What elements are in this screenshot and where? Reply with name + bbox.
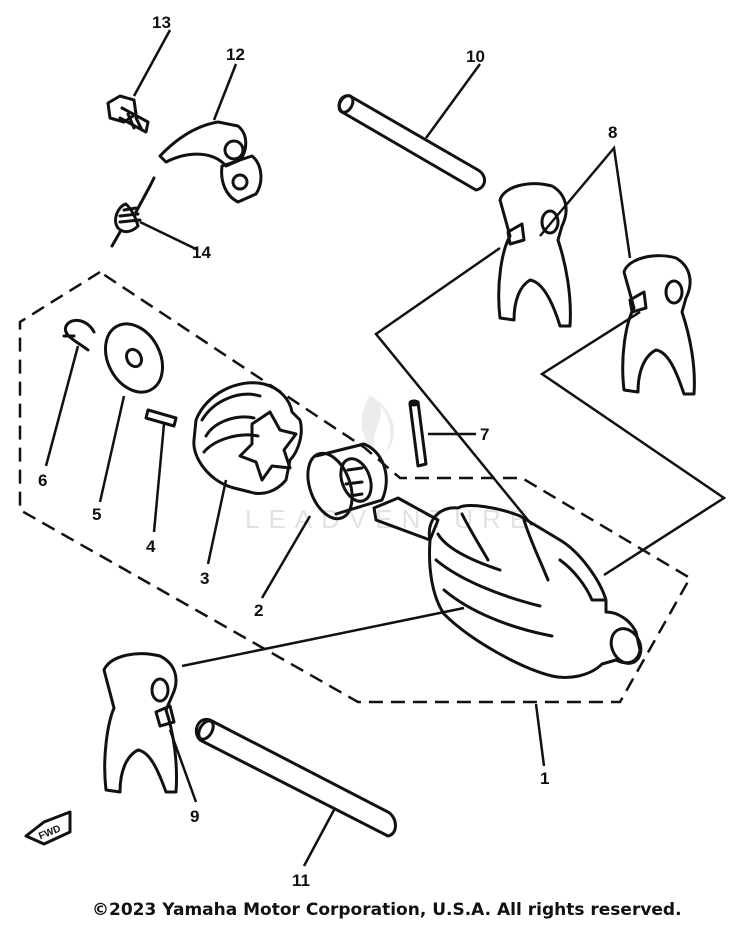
front-direction-marker: FWD bbox=[24, 810, 72, 846]
front-marker-label: FWD bbox=[37, 824, 62, 843]
callout-labels: 13 12 10 8 14 7 6 5 4 3 2 1 9 11 bbox=[38, 13, 617, 890]
part-1-shift-cam[interactable] bbox=[372, 496, 646, 679]
part-10-fork-shaft[interactable] bbox=[336, 93, 486, 192]
callout-2: 2 bbox=[254, 601, 263, 620]
callout-5: 5 bbox=[92, 505, 101, 524]
part-8-shift-fork-b[interactable] bbox=[621, 254, 696, 396]
callout-10: 10 bbox=[466, 47, 485, 66]
watermark: LEADVENTURE bbox=[245, 395, 536, 534]
callout-3: 3 bbox=[200, 569, 209, 588]
fork-engagement-lines bbox=[181, 246, 727, 668]
part-5-washer[interactable] bbox=[94, 314, 174, 402]
leader-lines bbox=[44, 29, 632, 867]
watermark-text: LEADVENTURE bbox=[245, 504, 536, 534]
callout-14: 14 bbox=[192, 243, 211, 262]
callout-9: 9 bbox=[190, 807, 199, 826]
part-3-segment[interactable] bbox=[192, 381, 303, 495]
callout-7: 7 bbox=[480, 425, 489, 444]
callout-12: 12 bbox=[226, 45, 245, 64]
assembly-outline bbox=[18, 270, 692, 704]
callout-6: 6 bbox=[38, 471, 47, 490]
callout-1: 1 bbox=[540, 769, 549, 788]
callout-13: 13 bbox=[152, 13, 171, 32]
part-11-fork-shaft[interactable] bbox=[194, 717, 397, 838]
part-13-bolt[interactable] bbox=[106, 94, 150, 134]
part-4-dowel-pin[interactable] bbox=[144, 408, 178, 428]
part-12-shift-lever[interactable] bbox=[158, 120, 263, 204]
part-2-bearing[interactable] bbox=[300, 442, 388, 525]
callout-8: 8 bbox=[608, 123, 617, 142]
part-14-spring[interactable] bbox=[110, 176, 156, 248]
part-7-pin[interactable] bbox=[408, 399, 428, 468]
part-6-circlip[interactable] bbox=[62, 318, 96, 352]
part-9-shift-fork[interactable] bbox=[102, 652, 178, 794]
copyright-notice: ©2023 Yamaha Motor Corporation, U.S.A. A… bbox=[92, 900, 682, 920]
callout-11: 11 bbox=[292, 871, 310, 890]
callout-4: 4 bbox=[146, 537, 156, 556]
part-8-shift-fork-a[interactable] bbox=[497, 182, 572, 328]
